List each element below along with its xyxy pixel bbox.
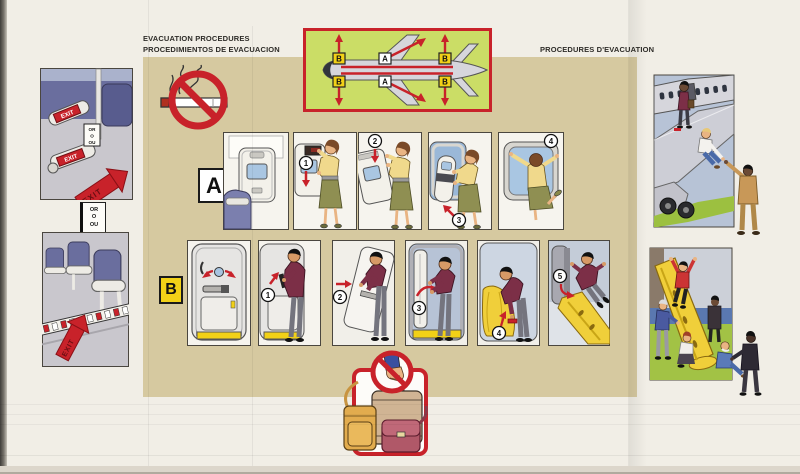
passenger-figure [509,152,562,221]
svg-text:B: B [336,78,342,87]
crease-line [0,404,800,405]
card-titles-left: EVACUATION PROCEDURES PROCEDIMIENTOS DE … [143,33,280,56]
row-b-panel-step-4: 4 [477,240,540,346]
exit-direction-arrows [337,40,447,100]
cabin-exit-signs-panel: EXIT EXIT OR O OU EXIT [40,68,133,200]
row-b-panel-door-closed [187,240,251,346]
fold-crease [628,0,629,474]
crew-figure [428,256,456,341]
step-circle: 2 [332,289,348,305]
svg-text:B: B [336,55,342,64]
svg-text:OU: OU [89,140,97,145]
row-b-panel-step-1: 1 [258,240,321,346]
svg-text:3: 3 [457,216,462,225]
crew-figure [359,251,389,341]
exit-sign-text: EXIT [64,154,79,164]
satchel-bag [381,405,428,453]
row-a-panel-step-3: 3 [428,132,492,230]
row-a-panel-step-4: 4 [498,132,564,230]
step-circle: 1 [298,155,314,171]
floor-path-lighting-panel: EXIT [42,232,129,367]
row-b-panel-step-3: 3 [405,240,468,346]
crease-line [0,424,800,425]
svg-text:O: O [90,134,94,139]
crew-figure [282,248,306,342]
fold-crease [148,0,149,474]
no-carry-on-baggage-icon [343,350,428,456]
shoulder-bag [343,380,377,451]
exit-type-b-marker: B [159,276,183,304]
svg-text:2: 2 [373,137,378,146]
crease-line [0,414,800,415]
fold-crease [252,26,253,474]
svg-text:A: A [382,55,388,64]
step-circle: 3 [411,300,427,316]
helper-dark-jacket [730,330,762,396]
floor-exit-arrow: EXIT [55,314,90,362]
exit-markers: B B A A B B [332,52,452,88]
helper-on-ground [724,160,760,235]
jumping-crew-figure [570,252,610,309]
jumping-passenger [669,257,697,309]
prohibition-hand [370,350,414,394]
svg-text:1: 1 [266,291,271,300]
title-english: EVACUATION PROCEDURES [143,34,250,43]
floor-exit-arrow: EXIT [74,168,129,200]
walking-passenger [707,295,722,343]
crew-figure [499,266,532,342]
evacuation-slide [654,257,718,371]
row-b-panel-step-2: 2 [332,240,395,346]
svg-text:4: 4 [497,329,502,338]
step-circle: 1 [260,287,276,303]
removed-hatch [434,155,457,203]
svg-text:B: B [442,78,448,87]
title-french: PROCEDURES D'EVACUATION [540,45,655,54]
svg-text:1: 1 [304,159,309,168]
svg-text:4: 4 [549,137,554,146]
row-a-panel-exit-closed [223,132,289,230]
aircraft-exit-overview-diagram: B B A A B B [303,28,492,112]
passenger-figure [317,139,343,229]
kneeling-helper [677,331,695,368]
svg-text:5: 5 [558,272,563,281]
passenger-figure [385,141,414,230]
passenger-on-wing [674,81,695,131]
slide-evacuation-scene-panel [649,247,762,396]
row-b-panel-step-5: 5 [548,240,610,346]
svg-text:OR: OR [89,127,97,132]
svg-text:A: A [382,78,388,87]
svg-text:2: 2 [338,293,343,302]
wing-exit-scene-panel [653,74,760,235]
crease-line [0,455,800,456]
or-card-on-seat: OR O OU [83,123,101,147]
helper-holding-slide [654,299,680,360]
svg-text:B: B [442,55,448,64]
fold-shadow [629,0,647,474]
passenger-sliding-off-wing [697,128,725,169]
title-spanish: PROCEDIMIENTOS DE EVACUACION [143,45,280,55]
card-left-edge [0,0,7,474]
evacuation-slide [557,291,610,345]
exit-sign-text: EXIT [60,110,75,121]
row-a-panel-step-2: 2 [358,132,422,230]
card-bottom-shadow [0,472,800,474]
step-circle: 5 [552,268,568,284]
step-circle: 3 [451,212,467,228]
step-circle: 4 [491,325,507,341]
exit-sign-armrest-1: EXIT [48,100,90,126]
row-a-panel-step-1: 1 [293,132,357,230]
no-smoking-icon [160,64,228,130]
step-circle: 4 [543,133,559,149]
svg-text:3: 3 [417,304,422,313]
step-circle: 2 [367,133,383,149]
card-bottom-edge [0,466,800,474]
or-connector-label: OR O OU [80,202,106,234]
